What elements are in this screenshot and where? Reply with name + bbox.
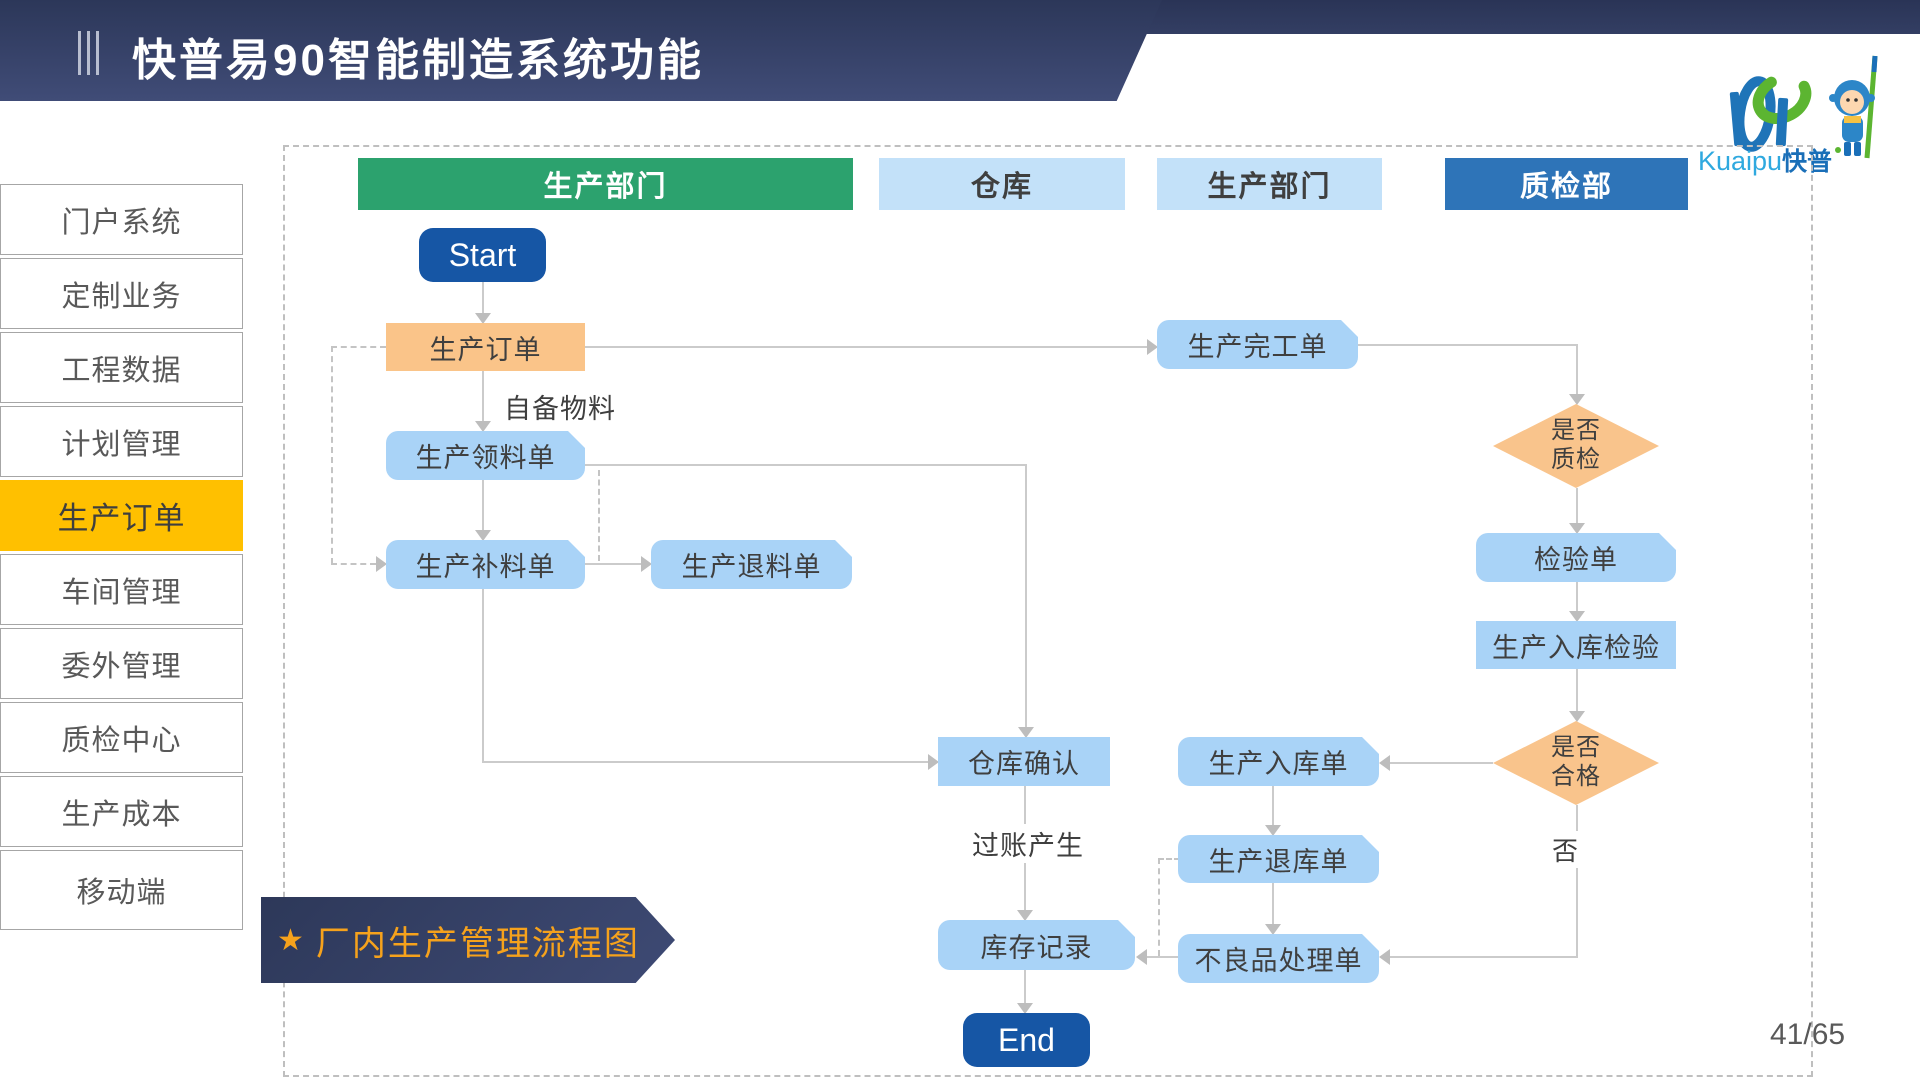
connector-qualified-no-h — [1389, 956, 1577, 958]
node-inspection-form: 检验单 — [1476, 533, 1676, 582]
lane-quality-dept: 质检部 — [1445, 158, 1688, 210]
svg-text:Kuaipu: Kuaipu — [1698, 146, 1782, 176]
connector-start-order — [482, 282, 484, 319]
edge-label-self-material: 自备物料 — [500, 387, 620, 426]
connector-posting-stock — [1024, 856, 1026, 912]
kuaipu-logo-graphic: Kuaipu 快普 — [1698, 55, 1878, 176]
node-supplementary-requisition: 生产补料单 — [386, 540, 585, 589]
connector-requisition-confirm-v — [1025, 464, 1027, 729]
lane-production-dept-2: 生产部门 — [1157, 158, 1382, 210]
connector-defect-stock — [1147, 956, 1178, 958]
connector-order-supplementary-stub — [331, 346, 386, 348]
connector-inspform-whinspect — [1576, 582, 1578, 613]
kuaipu-logo: Kuaipu 快普 — [1692, 46, 1892, 178]
arrowhead — [1265, 825, 1281, 836]
arrowhead — [1569, 711, 1585, 722]
connector-supplementary-confirm-h — [482, 761, 930, 763]
node-warehousing-form: 生产入库单 — [1178, 737, 1379, 786]
arrowhead — [1379, 755, 1390, 771]
sidebar-item-quality-center[interactable]: 质检中心 — [0, 702, 243, 773]
sidebar-item-outsourcing-management[interactable]: 委外管理 — [0, 628, 243, 699]
edge-label-no: 否 — [1548, 831, 1584, 868]
connector-returnform-stock-drop — [1158, 858, 1160, 956]
arrowhead — [475, 421, 491, 432]
arrowhead — [1569, 611, 1585, 622]
arrowhead — [475, 313, 491, 324]
arrowhead — [1379, 949, 1390, 965]
sidebar-item-workshop-management[interactable]: 车间管理 — [0, 554, 243, 625]
node-production-order: 生产订单 — [386, 323, 585, 371]
connector-qualified-no-v — [1576, 805, 1578, 958]
title-bars-icon — [78, 31, 99, 75]
arrowhead — [1265, 924, 1281, 935]
node-warehouse-confirm: 仓库确认 — [938, 737, 1110, 786]
connector-returnform-stock-stub — [1158, 858, 1180, 860]
arrowhead — [641, 556, 652, 572]
connector-completion-inspect-h — [1358, 344, 1577, 346]
edge-label-posting: 过账产生 — [968, 824, 1088, 863]
arrowhead — [475, 530, 491, 541]
arrowhead — [376, 556, 387, 572]
flowchart-frame — [283, 145, 1813, 1077]
page-title: 快普易90智能制造系统功能 — [132, 36, 704, 85]
connector-order-supplementary-drop — [331, 346, 333, 564]
sidebar-item-engineering-data[interactable]: 工程数据 — [0, 332, 243, 403]
connector-stock-end — [1024, 970, 1026, 1005]
node-completion-form: 生产完工单 — [1157, 320, 1358, 369]
connector-confirm-posting — [1024, 786, 1026, 824]
connector-completion-inspect-v — [1576, 344, 1578, 396]
arrowhead — [1569, 394, 1585, 405]
connector-inspect-inspform — [1576, 488, 1578, 525]
connector-supplementary-return — [585, 563, 643, 565]
sidebar-item-mobile[interactable]: 移动端 — [0, 850, 243, 930]
sidebar-item-production-cost[interactable]: 生产成本 — [0, 776, 243, 847]
node-inventory-record: 库存记录 — [938, 920, 1135, 970]
connector-requisition-supplementary — [482, 480, 484, 532]
arrowhead — [1569, 523, 1585, 534]
connector-supplementary-confirm-v — [482, 589, 484, 763]
arrowhead — [1136, 949, 1147, 965]
svg-text:快普: 快普 — [1782, 147, 1832, 176]
star-icon: ★ — [277, 923, 304, 957]
node-warehousing-inspection: 生产入库检验 — [1476, 621, 1676, 669]
arrowhead — [1147, 339, 1158, 355]
connector-order-supplementary-in — [331, 563, 376, 565]
connector-returnform-defect — [1272, 883, 1274, 926]
connector-order-completion — [585, 346, 1149, 348]
sidebar-item-production-order[interactable]: 生产订单 — [0, 480, 243, 551]
arrowhead — [928, 754, 939, 770]
sidebar-item-plan-management[interactable]: 计划管理 — [0, 406, 243, 477]
node-warehouse-return-form: 生产退库单 — [1178, 835, 1379, 883]
arrowhead — [1018, 727, 1034, 738]
lane-warehouse: 仓库 — [879, 158, 1125, 210]
caption-text: 厂内生产管理流程图 — [315, 924, 640, 963]
caption-banner: ★ 厂内生产管理流程图 — [261, 897, 675, 983]
node-material-requisition: 生产领料单 — [386, 431, 585, 480]
sidebar-item-custom-business[interactable]: 定制业务 — [0, 258, 243, 329]
connector-whform-returnform — [1272, 786, 1274, 827]
decision-text-line1: 是否 — [1551, 417, 1601, 445]
arrowhead — [1017, 910, 1033, 921]
sidebar-item-portal[interactable]: 门户系统 — [0, 184, 243, 255]
connector-order-requisition — [482, 371, 484, 421]
decision-text-line2: 合格 — [1551, 763, 1601, 790]
decision-text-line1: 是否 — [1551, 734, 1601, 762]
node-end: End — [963, 1013, 1090, 1067]
node-material-return: 生产退料单 — [651, 540, 852, 589]
page-indicator: 41/65 — [1770, 1018, 1846, 1051]
connector-qualified-whform — [1389, 762, 1493, 764]
lane-production-dept-1: 生产部门 — [358, 158, 853, 210]
node-start: Start — [419, 228, 546, 282]
connector-requisition-return-dashed — [598, 470, 600, 561]
node-defective-form: 不良品处理单 — [1178, 934, 1379, 983]
header-bar — [0, 0, 1162, 101]
decision-text-line2: 质检 — [1551, 446, 1601, 473]
arrowhead — [1017, 1003, 1033, 1014]
connector-requisition-confirm-h — [585, 464, 1027, 466]
connector-whinspect-qualified — [1576, 669, 1578, 713]
